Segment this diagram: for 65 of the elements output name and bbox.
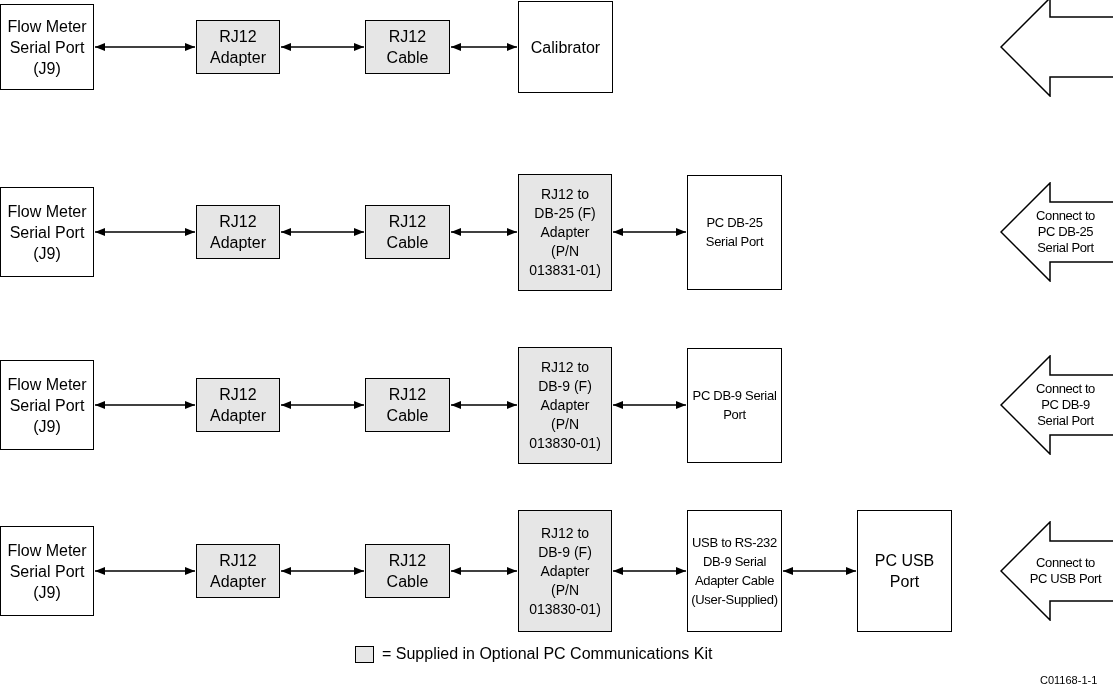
box-label: RJ12 to DB-25 (F) Adapter (P/N 013831-01) — [528, 184, 602, 280]
box-label: Calibrator — [530, 37, 601, 58]
double-arrow — [782, 567, 857, 575]
device-box — [0, 4, 94, 90]
device-box — [0, 187, 94, 277]
box-label: RJ12 Adapter — [208, 27, 267, 68]
double-arrow — [612, 401, 687, 409]
device-box — [687, 510, 782, 632]
legend-text: = Supplied in Optional PC Communications Kit — [382, 644, 713, 664]
left-arrow-shape — [1000, 521, 1113, 621]
double-arrow — [450, 228, 518, 236]
device-box — [687, 174, 782, 290]
box-label: Flow Meter Serial Port (J9) — [6, 16, 88, 79]
box-label: RJ12 Cable — [385, 27, 430, 68]
figure-code: C01168-1-1 — [1040, 674, 1098, 687]
left-arrow-shape — [1000, 182, 1113, 282]
double-arrow — [94, 567, 196, 575]
box-label: PC DB-9 Serial Port — [691, 387, 778, 424]
double-arrow — [280, 228, 365, 236]
box-label: RJ12 Cable — [385, 385, 430, 426]
arrow-label: Connect to PC DB-9 Serial Port — [1035, 381, 1096, 429]
device-box — [0, 360, 94, 450]
kit-component-box — [196, 205, 280, 259]
device-box — [857, 510, 952, 632]
box-label: RJ12 Adapter — [208, 212, 267, 253]
left-arrow-shape — [1000, 355, 1113, 455]
kit-component-box — [518, 510, 612, 632]
double-arrow — [450, 43, 518, 51]
kit-component-box — [518, 346, 612, 464]
double-arrow — [280, 401, 365, 409]
box-label: RJ12 to DB-9 (F) Adapter (P/N 013830-01) — [528, 357, 602, 453]
box-label: RJ12 to DB-9 (F) Adapter (P/N 013830-01) — [528, 523, 602, 619]
box-label: PC USB Port — [873, 551, 936, 592]
box-label: Flow Meter Serial Port (J9) — [6, 374, 88, 437]
device-box — [0, 526, 94, 616]
box-label: Flow Meter Serial Port (J9) — [6, 201, 88, 264]
box-label: Flow Meter Serial Port (J9) — [6, 540, 88, 603]
device-box — [518, 1, 613, 93]
double-arrow — [94, 43, 196, 51]
kit-component-box — [365, 205, 450, 259]
double-arrow — [612, 567, 687, 575]
box-label: USB to RS-232 DB-9 Serial Adapter Cable (User-Supplied) — [690, 534, 779, 609]
double-arrow — [450, 567, 518, 575]
box-label: RJ12 Adapter — [208, 385, 267, 426]
kit-component-box — [196, 20, 280, 74]
arrow-label: Connect to PC DB-25 Serial Port — [1035, 208, 1096, 256]
double-arrow — [612, 228, 687, 236]
double-arrow — [280, 567, 365, 575]
box-label: RJ12 Cable — [385, 551, 430, 592]
kit-component-box — [196, 544, 280, 598]
double-arrow — [450, 401, 518, 409]
double-arrow — [94, 228, 196, 236]
double-arrow — [280, 43, 365, 51]
device-box — [687, 347, 782, 463]
box-label: RJ12 Cable — [385, 212, 430, 253]
kit-component-box — [196, 378, 280, 432]
box-label: PC DB-25 Serial Port — [704, 214, 765, 251]
left-arrow-shape — [1000, 0, 1113, 97]
kit-component-box — [365, 544, 450, 598]
kit-component-box — [365, 20, 450, 74]
kit-component-box — [518, 173, 612, 291]
arrow-label: Connect to PC USB Port — [1028, 555, 1103, 587]
box-label: RJ12 Adapter — [208, 551, 267, 592]
kit-component-box — [365, 378, 450, 432]
double-arrow — [94, 401, 196, 409]
